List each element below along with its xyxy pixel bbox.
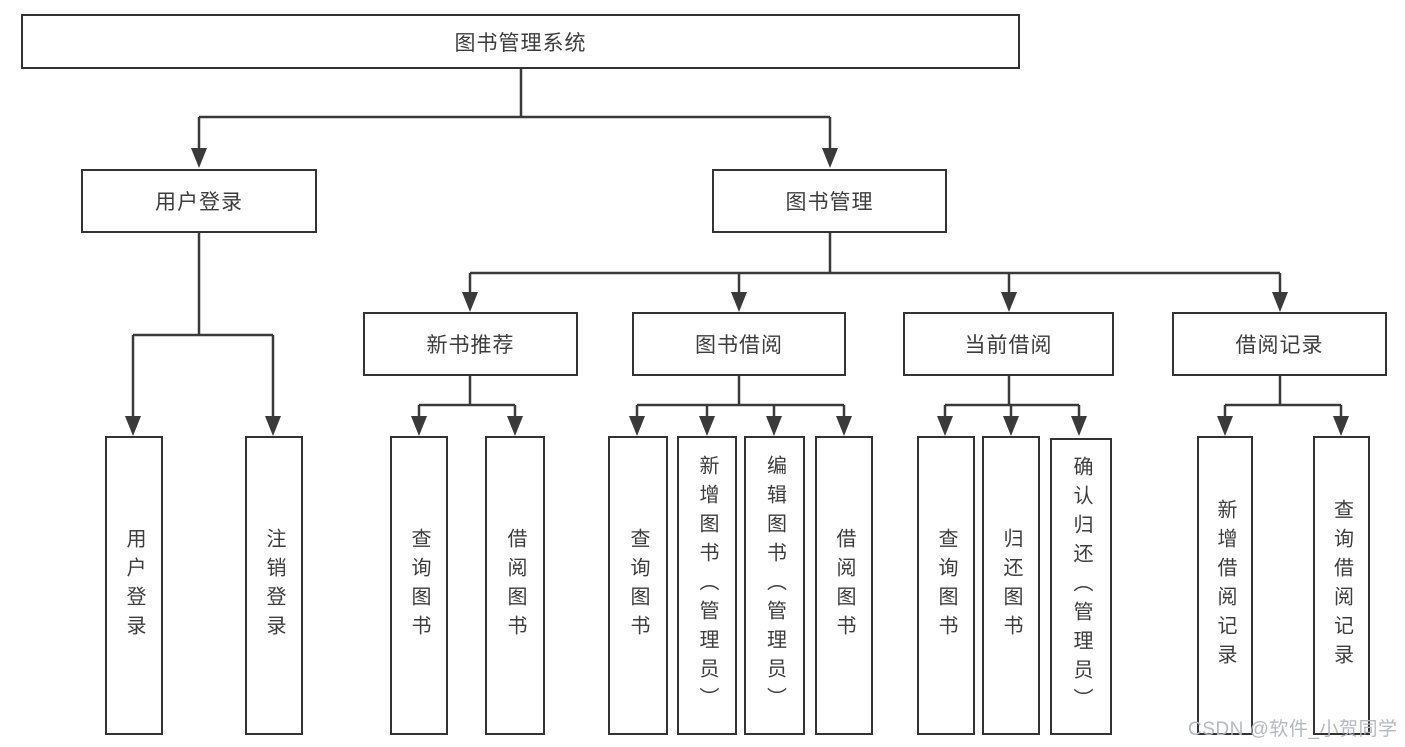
node-label: 图书借阅 <box>695 334 783 357</box>
node-borrowing-records: 借阅记录 <box>1172 312 1387 376</box>
leaf-label: 编辑图书（管理员） <box>763 455 786 716</box>
leaf-return-books: 归还图书 <box>982 436 1040 735</box>
leaf-add-book-admin: 新增图书（管理员） <box>677 436 737 735</box>
leaf-label: 归还图书 <box>1000 527 1022 644</box>
leaf-borrow-books: 借阅图书 <box>815 436 873 735</box>
leaf-user-login: 用户登录 <box>105 436 163 735</box>
leaf-label: 注销登录 <box>263 527 285 644</box>
node-label: 图书管理 <box>785 191 874 214</box>
node-new-book-recommendation: 新书推荐 <box>363 312 578 376</box>
leaf-label: 确认归还（管理员） <box>1070 456 1092 717</box>
leaf-edit-book-admin: 编辑图书（管理员） <box>744 436 805 735</box>
leaf-logout: 注销登录 <box>245 436 303 735</box>
leaf-query-borrow-record: 查询借阅记录 <box>1313 436 1370 735</box>
leaf-label: 查询图书 <box>627 527 649 644</box>
leaf-label: 查询借阅记录 <box>1330 498 1353 673</box>
node-label: 图书管理系统 <box>454 31 587 55</box>
leaf-label: 查询图书 <box>935 527 957 644</box>
leaf-query-books-borrowing: 查询图书 <box>608 436 668 735</box>
node-user-login-group: 用户登录 <box>81 169 317 233</box>
leaf-label: 借阅图书 <box>504 527 526 644</box>
node-label: 借阅记录 <box>1235 334 1324 357</box>
leaf-label: 新增借阅记录 <box>1214 498 1236 673</box>
watermark: CSDN @软件_小贺同学 <box>1188 719 1398 740</box>
leaf-label: 用户登录 <box>123 527 145 644</box>
node-book-management-group: 图书管理 <box>712 169 947 233</box>
tree-edges <box>131 69 1343 418</box>
leaf-label: 查询图书 <box>408 527 430 644</box>
leaf-label: 借阅图书 <box>833 527 855 644</box>
leaf-add-borrow-record: 新增借阅记录 <box>1197 436 1253 735</box>
arrowhead-icons <box>125 148 1349 436</box>
node-book-borrowing: 图书借阅 <box>632 312 846 376</box>
leaf-query-books-recommend: 查询图书 <box>390 436 448 735</box>
node-current-borrowing: 当前借阅 <box>903 312 1114 376</box>
leaf-label: 新增图书（管理员） <box>696 455 718 716</box>
node-label: 用户登录 <box>155 191 243 214</box>
leaf-confirm-return-admin: 确认归还（管理员） <box>1050 438 1112 735</box>
leaf-query-books-current: 查询图书 <box>917 436 975 735</box>
leaf-borrow-books-recommend: 借阅图书 <box>485 436 545 735</box>
node-label: 新书推荐 <box>426 334 515 357</box>
node-label: 当前借阅 <box>964 334 1053 357</box>
node-library-management-system: 图书管理系统 <box>21 14 1020 69</box>
